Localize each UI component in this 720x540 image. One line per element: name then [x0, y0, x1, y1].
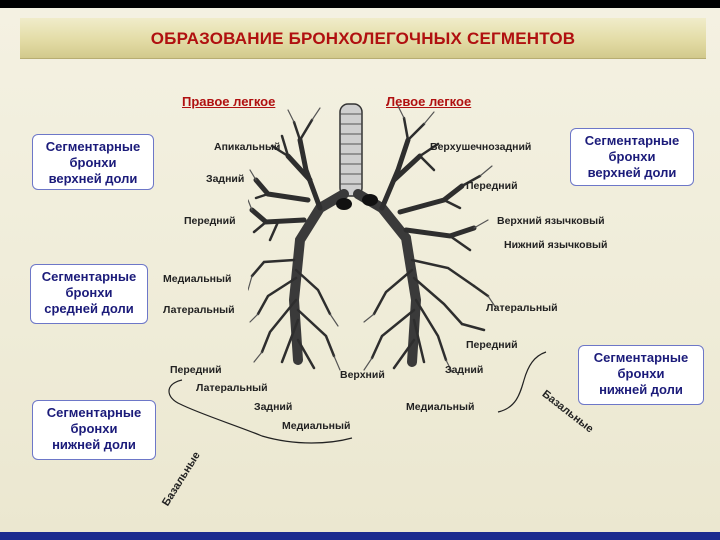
label-basal-medial-left: Медиальный	[406, 401, 475, 413]
box-line: Сегментарные	[593, 350, 689, 365]
box-line: Сегментарные	[45, 139, 141, 154]
bronchial-tree-illustration	[248, 103, 497, 373]
label-lateral-left: Латеральный	[486, 302, 558, 314]
label-basal-lateral-right: Латеральный	[196, 382, 268, 394]
right-lung-label: Правое легкое	[182, 94, 276, 109]
box-line: Сегментарные	[41, 269, 137, 284]
box-right-middle-lobe: Сегментарные бронхи средней доли	[30, 264, 148, 324]
label-upper-lingular: Верхний язычковый	[497, 215, 605, 227]
label-lower-lingular: Нижний язычковый	[504, 239, 608, 251]
label-posterior-right: Задний	[206, 173, 245, 185]
label-apical: Апикальный	[214, 141, 281, 153]
box-left-lower-lobe: Сегментарные бронхи нижней доли	[578, 345, 704, 405]
label-basal-posterior-left: Задний	[445, 364, 484, 376]
label-anterior-right: Передний	[184, 215, 236, 227]
label-basal-anterior-right: Передний	[170, 364, 222, 376]
slide-title: ОБРАЗОВАНИЕ БРОНХОЛЕГОЧНЫХ СЕГМЕНТОВ	[150, 29, 576, 48]
box-line: бронхи	[608, 149, 656, 164]
brace-left-basal	[497, 351, 547, 413]
box-line: Сегментарные	[46, 405, 142, 420]
trachea	[339, 103, 363, 197]
box-right-upper-lobe: Сегментарные бронхи верхней доли	[32, 134, 154, 190]
label-anterior-left: Передний	[466, 180, 518, 192]
box-line: верхней доли	[48, 171, 138, 186]
title-band: ОБРАЗОВАНИЕ БРОНХОЛЕГОЧНЫХ СЕГМЕНТОВ	[20, 18, 706, 59]
brace-right-basal	[168, 379, 353, 444]
bronchial-tree	[248, 103, 497, 373]
box-line: нижней доли	[52, 437, 136, 452]
box-line: бронхи	[65, 285, 113, 300]
bottom-bar	[0, 532, 720, 540]
left-lung-label: Левое легкое	[386, 94, 472, 109]
box-line: верхней доли	[587, 165, 677, 180]
box-line: средней доли	[44, 301, 134, 316]
label-superior: Верхний	[340, 369, 385, 381]
box-line: нижней доли	[599, 382, 683, 397]
label-basal-posterior-right: Задний	[254, 401, 293, 413]
label-lateral-right: Латеральный	[163, 304, 235, 316]
box-right-lower-lobe: Сегментарные бронхи нижней доли	[32, 400, 156, 460]
box-left-upper-lobe: Сегментарные бронхи верхней доли	[570, 128, 694, 186]
box-line: Сегментарные	[584, 133, 680, 148]
box-line: бронхи	[70, 421, 118, 436]
label-apicoposterior: Верхушечнозадний	[430, 141, 532, 153]
label-basal-medial-right: Медиальный	[282, 420, 351, 432]
box-line: бронхи	[69, 155, 117, 170]
box-line: бронхи	[617, 366, 665, 381]
label-medial-right: Медиальный	[163, 273, 232, 285]
label-basal-anterior-left: Передний	[466, 339, 518, 351]
